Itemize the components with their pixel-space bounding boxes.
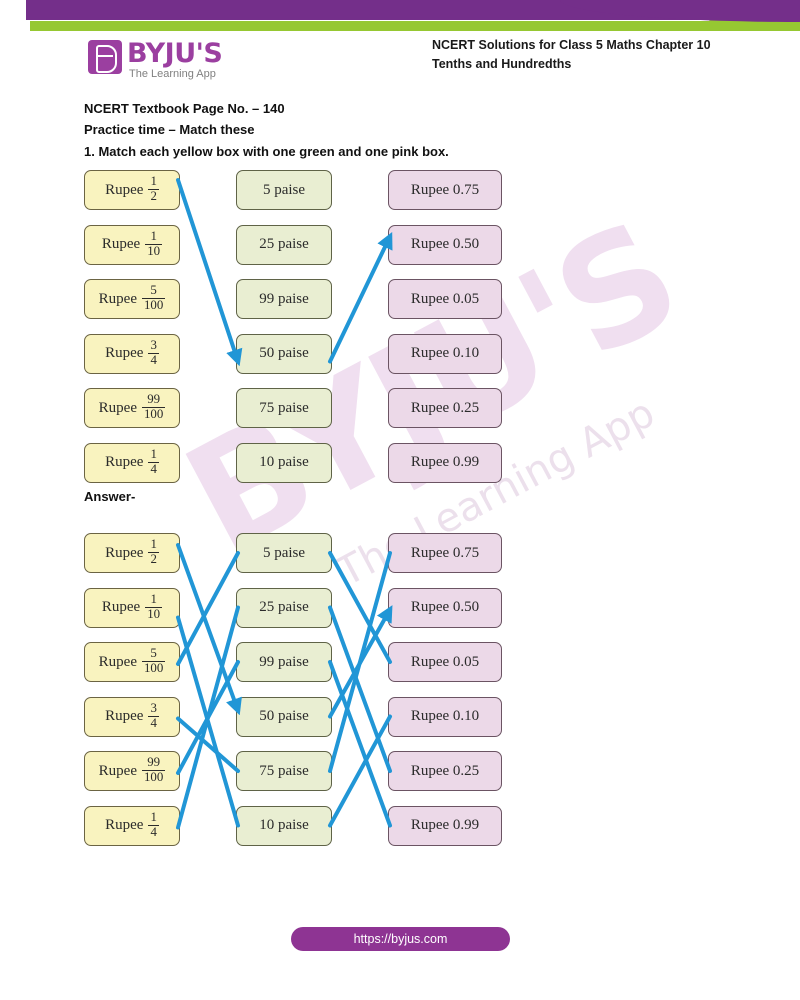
document-title-line1: NCERT Solutions for Class 5 Maths Chapte… xyxy=(432,38,711,52)
match-box-green[interactable]: 99 paise xyxy=(236,642,332,682)
match-connector-line xyxy=(328,605,393,719)
answer-heading: Answer- xyxy=(84,489,136,504)
match-connector-line xyxy=(176,615,240,828)
match-connector-line xyxy=(176,551,240,666)
match-box-green[interactable]: 75 paise xyxy=(236,388,332,428)
banner-green-bar xyxy=(30,21,770,31)
match-box-label: Rupee 0.50 xyxy=(410,599,480,615)
textbook-page-reference: NCERT Textbook Page No. – 140 xyxy=(84,101,285,116)
match-box-pink[interactable]: Rupee 0.10 xyxy=(388,696,502,737)
match-box-green[interactable]: 10 paise xyxy=(236,805,332,846)
match-box-pink[interactable]: Rupee 0.99 xyxy=(388,805,502,846)
document-title-line2: Tenths and Hundredths xyxy=(432,57,572,72)
match-box-label: 10 paise xyxy=(259,817,309,833)
match-box-label: 5 paise xyxy=(262,544,306,561)
match-box-pink[interactable]: Rupee 0.75 xyxy=(388,170,502,210)
match-box-label: Rupee 0.10 xyxy=(410,708,480,724)
question-text: 1. Match each yellow box with one green … xyxy=(84,144,449,159)
match-box-label: Rupee 0.25 xyxy=(410,399,480,416)
logo-brand-name: BYJU'S xyxy=(127,38,223,69)
match-connector-line xyxy=(328,660,392,828)
match-box-green[interactable]: 50 paise xyxy=(236,696,332,737)
match-box-green[interactable]: 25 paise xyxy=(236,587,332,628)
match-box-label: Rupee 0.99 xyxy=(410,454,480,470)
match-box-label: Rupee 0.10 xyxy=(410,345,480,361)
match-box-label: 99 paise xyxy=(259,290,309,307)
match-box-green[interactable]: 25 paise xyxy=(236,224,332,265)
logo-text-group: BYJU'S The Learning App xyxy=(127,38,223,80)
match-connector-line xyxy=(328,551,392,664)
banner-green-tip xyxy=(690,17,800,31)
match-connector-line xyxy=(328,551,392,773)
match-box-label: Rupee 0.99 xyxy=(410,817,480,833)
match-box-label: 75 paise xyxy=(259,762,309,779)
match-box-label: 10 paise xyxy=(259,454,309,470)
banner-purple-curve xyxy=(560,0,800,22)
match-connector-line xyxy=(176,716,240,773)
match-connector-line xyxy=(328,231,393,364)
decorative-top-banner xyxy=(0,0,800,34)
page-header: BYJU'S The Learning App NCERT Solutions … xyxy=(0,34,800,96)
banner-purple-bar xyxy=(26,0,800,20)
match-connector-line xyxy=(328,714,392,828)
logo-tagline: The Learning App xyxy=(129,68,216,80)
match-box-pink[interactable]: Rupee 0.05 xyxy=(388,279,502,319)
match-box-label: 50 paise xyxy=(259,708,309,724)
byjus-logo: BYJU'S The Learning App xyxy=(88,38,223,80)
match-box-green[interactable]: 5 paise xyxy=(236,170,332,210)
byjus-logo-icon xyxy=(88,40,122,74)
match-box-pink[interactable]: Rupee 0.10 xyxy=(388,333,502,374)
match-box-label: 25 paise xyxy=(259,236,309,252)
match-box-label: 5 paise xyxy=(262,181,306,198)
match-box-green[interactable]: 99 paise xyxy=(236,279,332,319)
match-connector-line xyxy=(176,605,240,830)
match-box-label: Rupee 0.75 xyxy=(410,544,480,561)
match-box-pink[interactable]: Rupee 0.99 xyxy=(388,442,502,483)
match-box-pink[interactable]: Rupee 0.50 xyxy=(388,587,502,628)
byjus-url-text: https://byjus.com xyxy=(353,932,448,946)
match-box-label: 25 paise xyxy=(259,599,309,615)
match-connector-line xyxy=(176,543,242,716)
match-connector-line xyxy=(176,178,243,367)
match-box-label: 50 paise xyxy=(259,345,309,361)
match-box-pink[interactable]: Rupee 0.05 xyxy=(388,642,502,682)
match-box-label: Rupee 0.50 xyxy=(410,236,480,252)
document-title: NCERT Solutions for Class 5 Maths Chapte… xyxy=(432,36,711,75)
match-box-pink[interactable]: Rupee 0.25 xyxy=(388,751,502,791)
match-box-label: 75 paise xyxy=(259,399,309,416)
match-box-pink[interactable]: Rupee 0.75 xyxy=(388,533,502,573)
match-connector-line xyxy=(176,660,240,775)
match-connector-line xyxy=(328,605,392,773)
match-box-green[interactable]: 75 paise xyxy=(236,751,332,791)
match-box-label: 99 paise xyxy=(259,653,309,670)
byjus-url-button[interactable]: https://byjus.com xyxy=(291,927,510,951)
match-box-green[interactable]: 50 paise xyxy=(236,333,332,374)
match-box-pink[interactable]: Rupee 0.50 xyxy=(388,224,502,265)
match-box-green[interactable]: 10 paise xyxy=(236,442,332,483)
match-box-green[interactable]: 5 paise xyxy=(236,533,332,573)
match-box-label: Rupee 0.75 xyxy=(410,181,480,198)
match-box-pink[interactable]: Rupee 0.25 xyxy=(388,388,502,428)
match-connectors xyxy=(176,543,393,830)
match-box-label: Rupee 0.05 xyxy=(410,290,480,307)
match-box-label: Rupee 0.25 xyxy=(410,762,480,779)
match-box-label: Rupee 0.05 xyxy=(410,653,480,670)
match-connectors xyxy=(176,178,393,367)
section-heading: Practice time – Match these xyxy=(84,122,255,137)
